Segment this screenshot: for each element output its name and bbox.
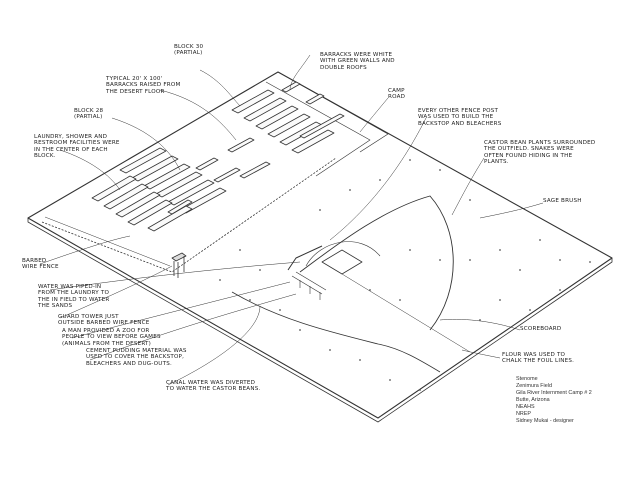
camp-road [277,71,389,153]
credit-line: NREP [516,411,531,417]
infield-diamond [321,249,363,275]
sage-brush-dots [219,159,591,391]
credit-line: Stenome [516,376,538,382]
label-guard-tower: Guard tower just outside barbed wire fen… [58,314,150,327]
credit-line: Butte, Arizona [516,397,550,403]
foul-line [341,273,471,353]
canal [231,291,441,373]
credit-line: Gila River Internment Camp # 2 [516,390,592,396]
credit-line: Sidney Mukai - designer [516,418,574,424]
label-block-28: Block 28 (Partial) [74,108,104,121]
label-barracks-white: Barracks were white with green walls and… [320,52,395,71]
label-water-piped: Water was piped-in from the laundry to t… [38,284,110,310]
label-block-30: Block 30 (Partial) [174,44,204,57]
credit-line: NEAHS [516,404,535,410]
backstop [287,245,323,271]
label-cement: Cement pudding material was used to cove… [86,348,187,367]
ground-edge [27,218,613,423]
barbed-wire-fence [41,157,337,273]
label-typical-barracks: Typical 20' x 100' barracks raised from … [106,76,181,95]
credit-block: Stenome Zenimura Field Gila River Intern… [516,376,592,425]
leader-lines [39,54,544,386]
label-flour: Flour was used to chalk the foul lines. [502,352,575,365]
credit-line: Zenimura Field [516,383,552,389]
block-28-barracks [91,137,271,232]
label-fence-posts: Every other fence post was used to build… [418,108,502,127]
label-canal: Canal water was diverted to water the ca… [166,380,261,393]
infield-arc [305,241,381,267]
guard-tower [171,252,187,278]
label-castor-beans: Castor bean plants surrounded the outfie… [484,140,596,166]
block-30-barracks [231,81,345,154]
outfield-fence [299,195,454,331]
label-scoreboard: Scoreboard [520,326,562,332]
label-barbed-fence: Barbed wire fence [22,258,59,271]
label-laundry-shower: Laundry, shower and restroom facilities … [34,134,120,160]
label-camp-road: Camp road [388,88,406,101]
label-sage-brush: Sage brush [543,198,582,204]
label-zoo: A man provided a zoo for people to view … [62,328,161,347]
bleachers [291,271,327,300]
